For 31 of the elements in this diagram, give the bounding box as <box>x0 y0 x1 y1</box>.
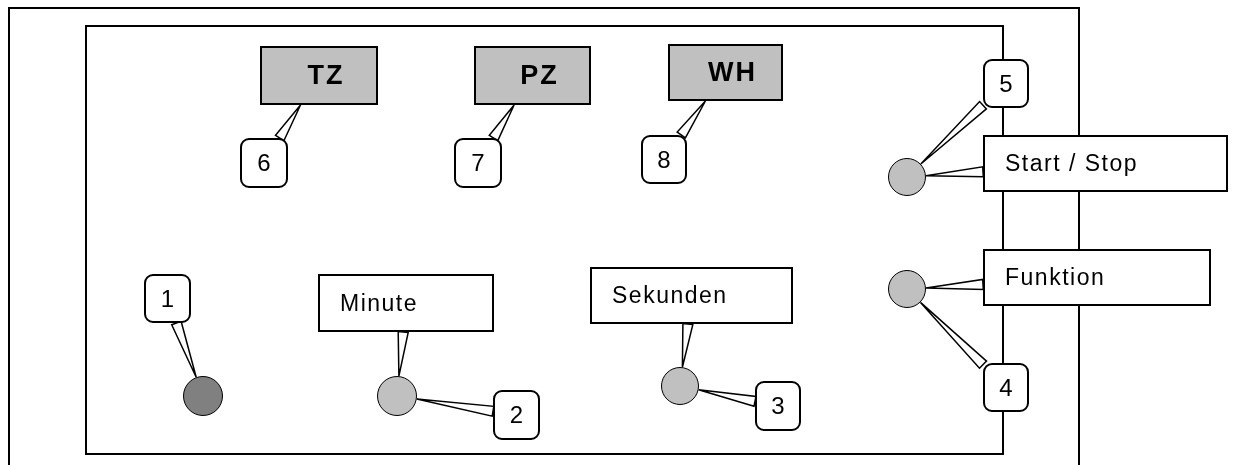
round-button <box>661 367 699 405</box>
callout-label: Minute <box>318 274 494 332</box>
leader-line <box>488 104 515 142</box>
callout-number: 7 <box>454 138 502 188</box>
leader-line <box>274 104 302 142</box>
leader-line <box>919 301 988 370</box>
round-button <box>888 158 926 196</box>
callout-number: 4 <box>983 363 1029 412</box>
display-box: TZ <box>260 46 378 105</box>
callout-number: 8 <box>641 135 687 184</box>
callout-number: 1 <box>144 274 191 323</box>
leader-line <box>676 100 707 139</box>
leader-line <box>397 330 410 377</box>
leader-line <box>925 278 985 291</box>
callout-label: Sekunden <box>590 267 793 324</box>
leader-line <box>920 100 988 165</box>
leader-line <box>170 320 197 378</box>
display-box: WH <box>668 44 783 101</box>
leader-line <box>681 322 694 368</box>
round-button <box>377 376 417 416</box>
callout-number: 6 <box>240 138 288 188</box>
round-button <box>888 270 926 308</box>
callout-label: Funktion <box>983 249 1211 306</box>
leader-line <box>925 165 985 178</box>
leader-line <box>697 389 757 408</box>
callout-number: 2 <box>493 390 540 440</box>
leader-line <box>416 398 495 418</box>
callout-number: 3 <box>755 381 801 431</box>
display-box: PZ <box>474 46 591 105</box>
callout-number: 5 <box>983 59 1029 108</box>
round-button <box>183 376 223 416</box>
